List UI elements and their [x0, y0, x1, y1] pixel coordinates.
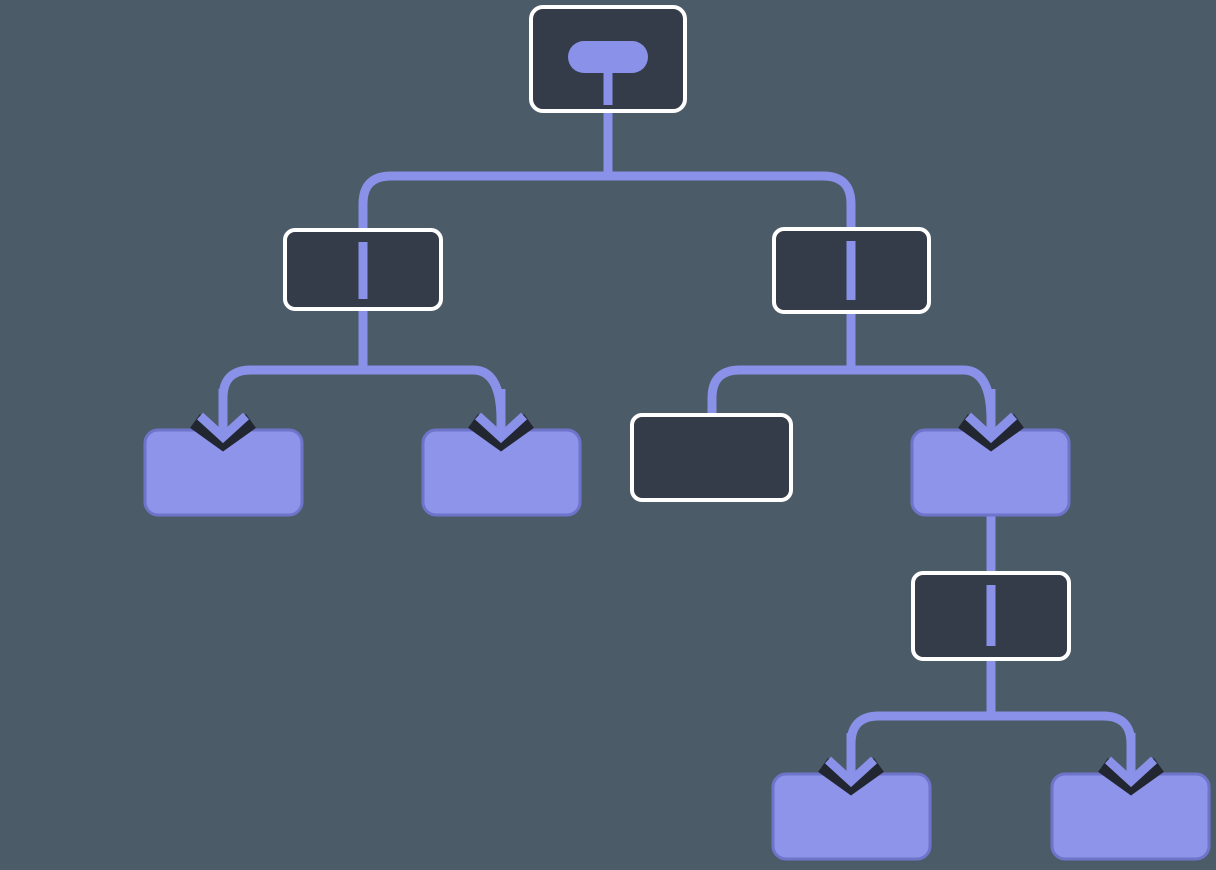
- leaf-2-chevron-down-icon: [474, 412, 528, 444]
- edge-rail-bottom: [846, 711, 1136, 764]
- leaf-3-chevron-down-icon: [964, 412, 1018, 444]
- root-pill-icon: [568, 41, 648, 73]
- leaf-5-chevron-down-icon: [1104, 756, 1158, 788]
- leaf-4-chevron-down-icon: [824, 756, 878, 788]
- node-dark-leaf: [630, 413, 793, 502]
- nodes: [143, 5, 1211, 861]
- arrowheads: [190, 389, 1164, 796]
- leaf-1-chevron-down-icon: [196, 412, 250, 444]
- node-icons: [358, 41, 996, 646]
- edge-rail-level1: [358, 171, 856, 232]
